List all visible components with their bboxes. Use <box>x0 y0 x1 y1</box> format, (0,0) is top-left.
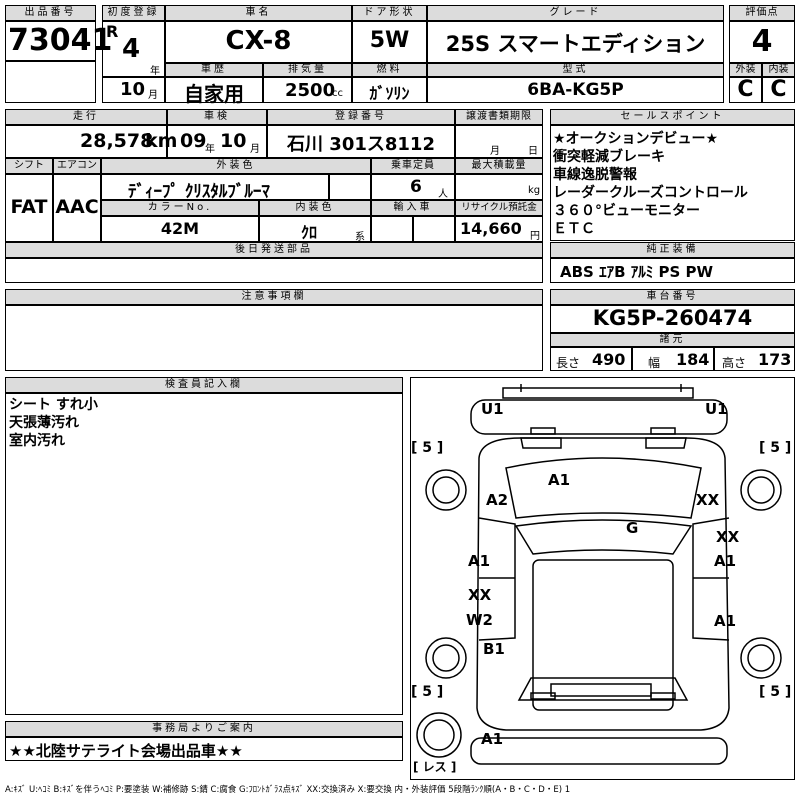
shift: FAT <box>10 196 48 218</box>
import-label: 輸入車 <box>371 200 455 216</box>
color-label: 外装色 <box>101 158 371 174</box>
damage-mark: XX <box>696 491 720 509</box>
registration-year: 4 <box>122 34 141 64</box>
aircon-label: エアコン <box>53 158 101 174</box>
sales-points-label: セールスポイント <box>550 109 795 125</box>
damage-mark: U1 <box>481 400 504 418</box>
tire-tread-fl: 5 <box>422 440 433 456</box>
door-label: ドア形状 <box>352 5 427 21</box>
length: 490 <box>592 350 626 369</box>
car-outline <box>416 384 782 765</box>
fuel: ｶﾞｿﾘﾝ <box>369 84 410 103</box>
damage-mark: A2 <box>486 491 509 509</box>
mileage: 28,578 <box>80 130 154 152</box>
transfer-deadline-label: 譲渡書類期限 <box>455 109 543 125</box>
tire-tread-fr: 5 <box>770 440 781 456</box>
first-registration-label: 初度登録 <box>102 5 165 21</box>
capacity: 6 <box>410 177 422 197</box>
damage-mark: U1 <box>705 400 728 418</box>
width: 184 <box>676 350 710 369</box>
sales-point-line: ３６０°ビューモニター <box>553 203 700 219</box>
damage-mark: A1 <box>548 471 571 489</box>
fuel-label: 燃料 <box>352 63 427 77</box>
office-notice: ★★北陸サテライト会場出品車★★ <box>9 742 243 760</box>
spec-label: 諸元 <box>550 333 795 347</box>
score-label: 評価点 <box>729 5 795 21</box>
equipment-label: 純正装備 <box>550 242 795 258</box>
sales-point-line: ＥＴＣ <box>553 221 595 237</box>
interior-color: ｸﾛ <box>300 223 317 242</box>
damage-mark: XX <box>716 528 740 546</box>
lot-number: 73041 <box>8 23 113 58</box>
car-diagram: U1 U1 A1 A2 XX G XX A1 A1 XX W2 A1 B1 A1… <box>410 377 795 780</box>
capacity-label: 乗車定員 <box>371 158 455 174</box>
notes-area <box>5 305 543 371</box>
door-type: 5W <box>369 28 410 53</box>
car-history: 自家用 <box>184 82 244 106</box>
color-number: 42M <box>160 219 200 238</box>
interior-grade: C <box>770 77 787 102</box>
tire-tread-rl: 5 <box>422 684 433 700</box>
shift-label: シフト <box>5 158 53 174</box>
exterior-color: ﾃﾞｨｰﾌﾟ ｸﾘｽﾀﾙﾌﾞﾙｰﾏ <box>128 182 270 202</box>
era: R <box>106 22 119 41</box>
score: 4 <box>751 24 773 59</box>
damage-mark: A1 <box>481 730 504 748</box>
inspector-note: シート すれ小 <box>9 397 98 413</box>
sales-point-line: レーダークルーズコントロール <box>553 185 748 201</box>
notes-label: 注意事項欄 <box>5 289 543 305</box>
office-label: 事務局よりご案内 <box>5 721 403 737</box>
damage-mark: A1 <box>714 552 737 570</box>
interior-color-label: 内装色 <box>259 200 371 216</box>
legend: A:ｷｽﾞ U:ﾍｺﾐ B:ｷｽﾞを伴うﾍｺﾐ P:要塗装 W:補修跡 S:錆 … <box>5 785 571 795</box>
displacement: 2500 <box>285 80 336 101</box>
inspector-note: 天張薄汚れ <box>9 415 79 431</box>
exterior-grade: C <box>737 77 754 102</box>
plate-number: 石川 301ス8112 <box>287 134 435 155</box>
lot-number-label: 出品番号 <box>5 5 96 21</box>
max-load-label: 最大積載量 <box>455 158 543 174</box>
grade-label: グレード <box>427 5 724 21</box>
chassis-number: KG5P-260474 <box>592 306 753 330</box>
sales-point-line: 衝突軽減ブレーキ <box>553 149 665 165</box>
aircon: AAC <box>55 196 99 218</box>
interior-label: 内装 <box>762 63 795 77</box>
damage-mark: A1 <box>714 612 737 630</box>
model-label: 型式 <box>427 63 724 77</box>
inspector-label: 検査員記入欄 <box>5 377 403 393</box>
plate-label: 登録番号 <box>267 109 455 125</box>
damage-mark: XX <box>468 586 492 604</box>
car-name: CX-8 <box>225 26 292 56</box>
inspection-month: 10 <box>220 130 247 152</box>
chassis-label: 車台番号 <box>550 289 795 305</box>
damage-mark: G <box>626 519 639 537</box>
registration-month: 10 <box>120 79 146 100</box>
mileage-label: 走行 <box>5 109 167 125</box>
damage-mark: B1 <box>483 640 505 658</box>
model-code: 6BA-KG5P <box>527 80 624 100</box>
inspection-label: 車検 <box>167 109 267 125</box>
inspector-note: 室内汚れ <box>9 433 65 449</box>
history-label: 車歴 <box>165 63 263 77</box>
color-number-label: カラーNo. <box>101 200 259 216</box>
spare-tire: レス <box>422 760 447 774</box>
sales-point-line: 車線逸脱警報 <box>553 167 637 183</box>
inspection-year: 09 <box>180 130 207 152</box>
sales-point-line: ★オークションデビュー★ <box>553 131 719 147</box>
damage-mark: W2 <box>466 611 493 629</box>
recycle-fee: 14,660 <box>460 219 522 238</box>
height: 173 <box>758 350 792 369</box>
recycle-label: リサイクル預託金 <box>455 200 543 216</box>
equipment-items: ABS ｴｱB ｱﾙﾐ PS PW <box>560 263 714 281</box>
exterior-label: 外装 <box>729 63 762 77</box>
tire-tread-rr: 5 <box>770 684 781 700</box>
car-name-label: 車名 <box>165 5 352 21</box>
grade: 25S スマートエディション <box>445 32 706 56</box>
later-parts-label: 後日発送部品 <box>5 242 543 258</box>
displacement-label: 排気量 <box>263 63 352 77</box>
damage-mark: A1 <box>468 552 491 570</box>
